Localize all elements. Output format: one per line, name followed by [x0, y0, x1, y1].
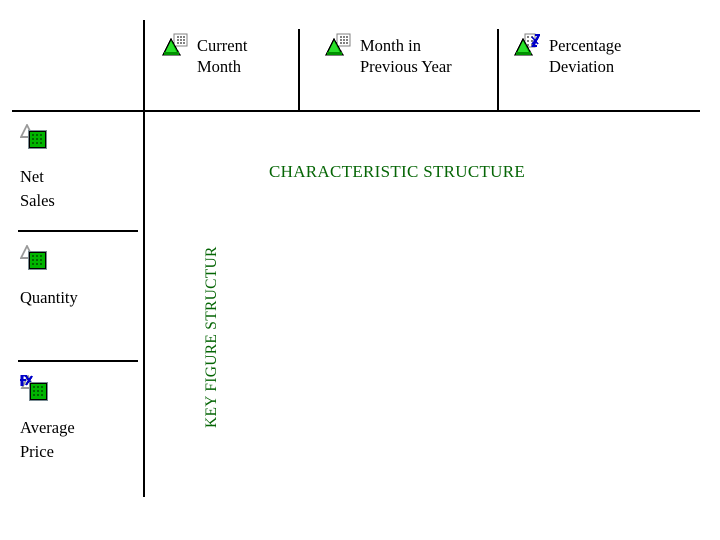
calculated-characteristic-pyramid-icon: [514, 33, 540, 59]
row-header-label: Average Price: [20, 418, 75, 461]
key-figure-structure-caption: KEY FIGURE STRUCTUR: [203, 246, 220, 428]
header-separator-rule: [12, 110, 700, 112]
row-header-separator-rule: [143, 20, 145, 497]
key-figure-grid-icon: [20, 245, 47, 271]
row-divider-1: [18, 230, 138, 232]
column-header-month-in-previous-year[interactable]: Month in Previous Year: [325, 33, 452, 77]
characteristic-structure-caption: CHARACTERISTIC STRUCTURE: [269, 162, 526, 181]
characteristic-pyramid-grid-icon: [162, 33, 188, 59]
column-header-percentage-deviation[interactable]: Percentage Deviation: [514, 33, 621, 77]
row-divider-2: [18, 360, 138, 362]
column-header-current-month[interactable]: Current Month: [162, 33, 247, 77]
calculated-key-figure-fx-icon: [20, 375, 48, 401]
row-header-quantity[interactable]: Quantity: [20, 245, 140, 310]
row-header-average-price[interactable]: Average Price: [20, 375, 140, 464]
row-header-label: Net Sales: [20, 167, 55, 210]
key-figure-grid-icon: [20, 124, 47, 150]
column-header-label: Percentage Deviation: [549, 36, 622, 76]
column-header-label: Current Month: [197, 36, 248, 76]
row-header-net-sales[interactable]: Net Sales: [20, 124, 140, 213]
row-header-label: Quantity: [20, 288, 78, 307]
column-divider-2: [497, 29, 499, 111]
column-divider-1: [298, 29, 300, 111]
characteristic-pyramid-grid-icon: [325, 33, 351, 59]
column-header-label: Month in Previous Year: [360, 36, 452, 76]
